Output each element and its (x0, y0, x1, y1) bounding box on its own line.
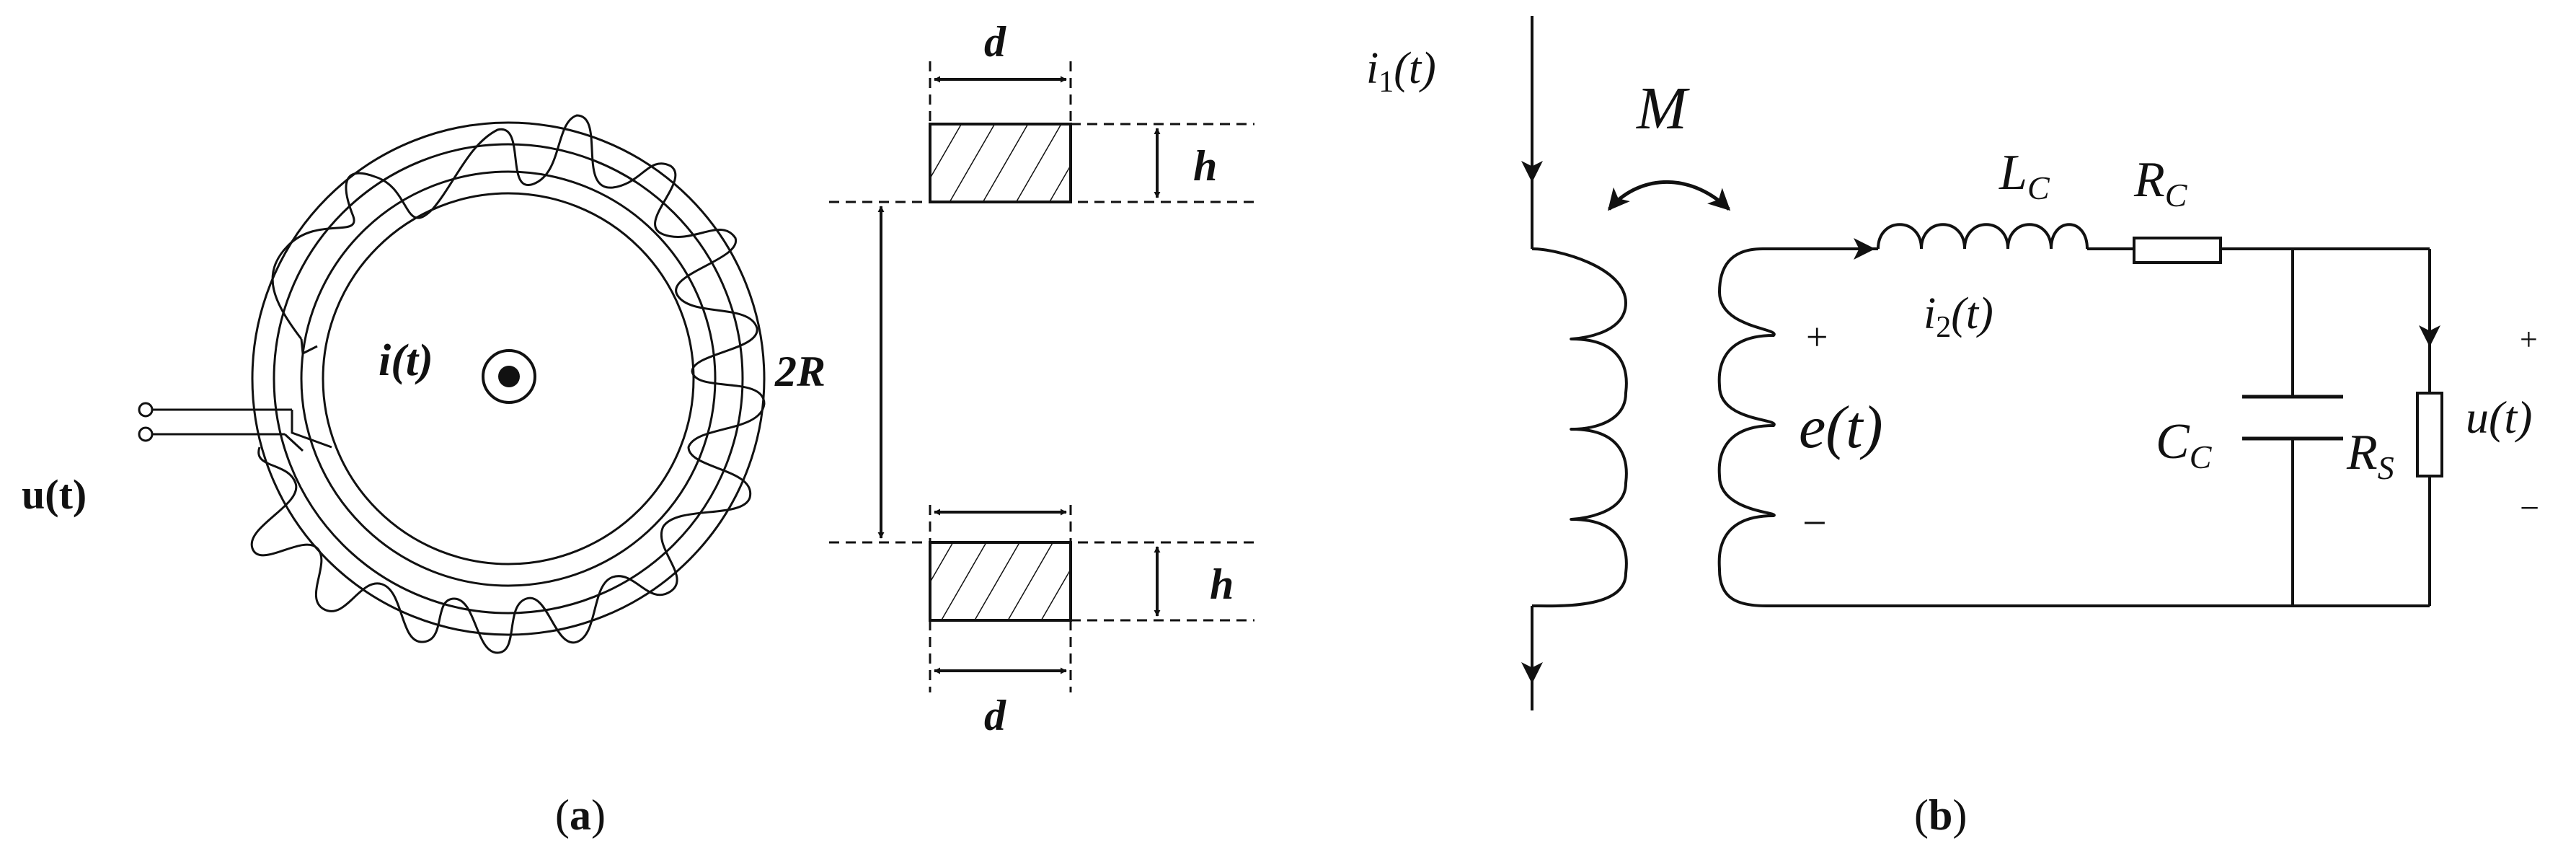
output-minus-sign: − (2520, 489, 2539, 527)
capacitor-label: CC (2156, 414, 2213, 475)
output-plus-sign: + (2520, 322, 2538, 357)
caption-b: (b) (1914, 791, 1967, 839)
dimension-lines (829, 61, 1254, 692)
radius-label: 2R (774, 348, 826, 395)
resistor-rc (2133, 237, 2222, 264)
mutual-inductance-label: M (1636, 75, 1690, 142)
width-label-bottom: d (984, 692, 1006, 739)
resistor-rs (2416, 392, 2443, 477)
primary-current-label: i1(t) (1366, 44, 1436, 99)
dimension-arrows (877, 76, 1161, 674)
winding-inner-end (300, 338, 318, 356)
output-voltage-label: u(t) (2466, 392, 2532, 443)
resistor-rs-label: RS (2346, 425, 2394, 486)
toroid-core (251, 121, 766, 636)
terminal-wires (138, 402, 332, 452)
primary-conductor (1531, 16, 1628, 710)
resistor-rc-label: RC (2133, 152, 2188, 214)
emf-minus-sign: − (1802, 499, 1827, 547)
emf-label: e(t) (1799, 394, 1883, 461)
height-label-top: h (1193, 142, 1217, 190)
inductor-lc (1877, 223, 2089, 250)
panel-b: i1(t) M LC RC i2(t) + e(t) − (1366, 16, 2539, 839)
emf-plus-sign: + (1806, 315, 1828, 358)
secondary-coil (1717, 247, 1776, 607)
mutual-coupling-arrow (1608, 180, 1731, 211)
panel-a: u(t) i(t) 2R d (22, 18, 1254, 839)
current-label: i(t) (379, 336, 433, 385)
cross-section-bottom (929, 541, 1072, 622)
conductor-dot-symbol (482, 349, 536, 404)
width-label-top: d (984, 18, 1006, 66)
toroid-winding (250, 114, 766, 654)
voltage-label: u(t) (22, 471, 87, 518)
height-label-bottom: h (1210, 560, 1234, 608)
caption-a: (a) (555, 791, 606, 839)
cross-section-top (929, 123, 1072, 203)
secondary-current-label: i2(t) (1924, 289, 1993, 344)
inductor-label: LC (1999, 145, 2050, 206)
capacitor-cc (2242, 395, 2343, 441)
